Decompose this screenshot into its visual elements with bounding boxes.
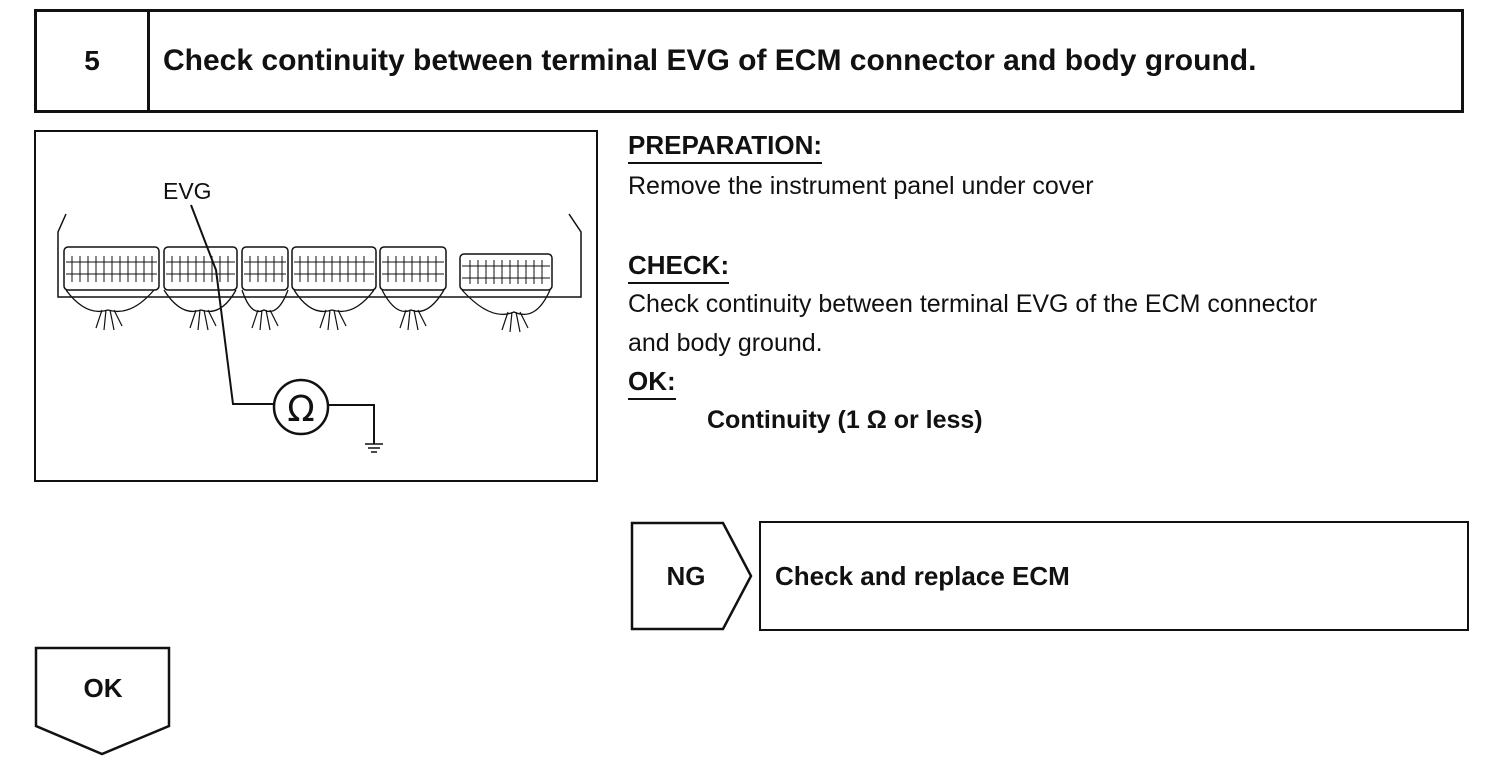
preparation-heading: PREPARATION:	[628, 130, 823, 164]
ground-symbol-icon	[365, 443, 383, 453]
check-text-line1: Check continuity between terminal EVG of…	[628, 290, 1318, 318]
ohmmeter-icon: Ω	[272, 378, 330, 436]
connector-3	[241, 246, 289, 291]
preparation-text: Remove the instrument panel under cover	[628, 172, 1094, 200]
ecm-connector-figure: EVG Ω	[34, 130, 598, 482]
ground-lead	[328, 404, 375, 444]
check-text-line2: and body ground.	[628, 329, 823, 357]
ecm-outline	[57, 213, 582, 298]
connector-6	[459, 253, 553, 291]
evg-label: EVG	[163, 178, 212, 204]
check-heading: CHECK:	[628, 250, 730, 284]
step-number: 5	[37, 12, 150, 110]
connector-2	[163, 246, 238, 291]
step-title: Check continuity between terminal EVG of…	[163, 44, 1257, 77]
connector-1	[63, 246, 160, 291]
pin-grid	[66, 256, 550, 284]
ok-result-arrow: OK	[34, 646, 172, 758]
ng-label: NG	[666, 560, 706, 591]
ng-result-arrow: NG	[630, 521, 755, 631]
probe-lead	[190, 204, 274, 405]
ohm-symbol: Ω	[287, 389, 315, 430]
connector-5	[379, 246, 447, 291]
wire-harness	[65, 289, 551, 316]
connector-4	[291, 246, 377, 291]
ok-spec-value: Continuity (1 Ω or less)	[707, 406, 983, 434]
ecm-connector-diagram: EVG Ω	[57, 178, 582, 453]
connector-block	[63, 246, 553, 291]
ok-spec-heading: OK:	[628, 366, 676, 400]
ng-action-box: Check and replace ECM	[759, 521, 1469, 631]
step-header: 5 Check continuity between terminal EVG …	[34, 9, 1464, 113]
ok-label: OK	[83, 672, 123, 703]
wire-bundles	[95, 309, 529, 333]
